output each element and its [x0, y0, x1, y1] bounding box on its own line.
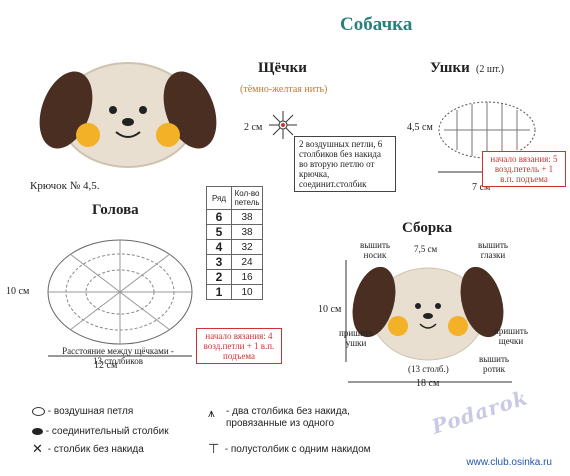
podarok-logo: Podarok — [428, 385, 531, 439]
head-cheek-note: Расстояние между щёчками - 13 столбиков — [62, 346, 174, 366]
assembly-top-dim: 7,5 см — [414, 244, 438, 254]
assembly-heading: Сборка — [402, 220, 453, 236]
dog-photo — [39, 62, 217, 168]
assembly-nose-label: вышить носик — [359, 240, 391, 260]
cheeks-subtitle: (тёмно-желтая нить) — [240, 84, 328, 95]
ears-start-note: начало вязания: 5 возд.петель + 1 в.п. п… — [482, 151, 566, 187]
assembly-height: 10 см — [318, 304, 342, 315]
legend-chain: - воздушная петля — [47, 406, 134, 417]
head-diagram — [47, 239, 193, 357]
cheek-diagram — [269, 111, 297, 139]
assembly-mouth-label: вышить ротик — [478, 354, 510, 374]
col-row-header: Ряд — [206, 186, 232, 210]
legend-slip: - соединительный столбик — [45, 426, 169, 437]
head-height: 10 см — [6, 286, 30, 297]
assembly-stitch-count: (13 столб.) — [408, 364, 449, 374]
single-crochet-icon: ✕ — [32, 441, 43, 457]
half-double-crochet-icon: ⊤ — [208, 441, 220, 457]
cheeks-heading: Щёчки — [258, 60, 307, 76]
footer-url[interactable]: www.club.osinka.ru — [466, 457, 552, 468]
ears-count: (2 шт.) — [476, 64, 504, 75]
ears-width: 7 см — [472, 182, 491, 193]
assembly-diagram — [345, 260, 504, 362]
cheeks-size: 2 см — [244, 122, 263, 133]
assembly-cheeks-label: пришить щечки — [494, 326, 528, 346]
legend-sc2tog: - два столбика без накида, провязанные и… — [226, 406, 350, 429]
page-title: Собачка — [340, 14, 413, 35]
cheeks-note: 2 воздушных петли, 6 столбиков без накид… — [294, 136, 396, 192]
col-count-header: Кол-во петель — [231, 186, 263, 210]
assembly-eyes-label: вышить глазки — [477, 240, 509, 260]
ears-heading: Ушки — [430, 60, 470, 76]
assembly-width-line — [348, 381, 512, 383]
slip-stitch-icon — [32, 427, 43, 435]
legend-sc: - столбик без накида — [47, 444, 144, 455]
assembly-width: 18 см — [416, 378, 440, 389]
chain-icon — [32, 406, 45, 416]
assembly-ears-label: пришить ушки — [339, 328, 373, 348]
head-width: 12 см — [94, 360, 118, 371]
ears-height: 4,5 см — [407, 122, 433, 133]
head-start-note: начало вязания: 4 возд.петли + 1 в.п. по… — [196, 328, 282, 364]
legend-hdc: - полустолбик с одним накидом — [224, 444, 371, 455]
head-heading: Голова — [92, 202, 139, 218]
hook-size: Крючок № 4,5. — [30, 180, 100, 192]
increase-icon: ⩚ — [208, 406, 215, 420]
